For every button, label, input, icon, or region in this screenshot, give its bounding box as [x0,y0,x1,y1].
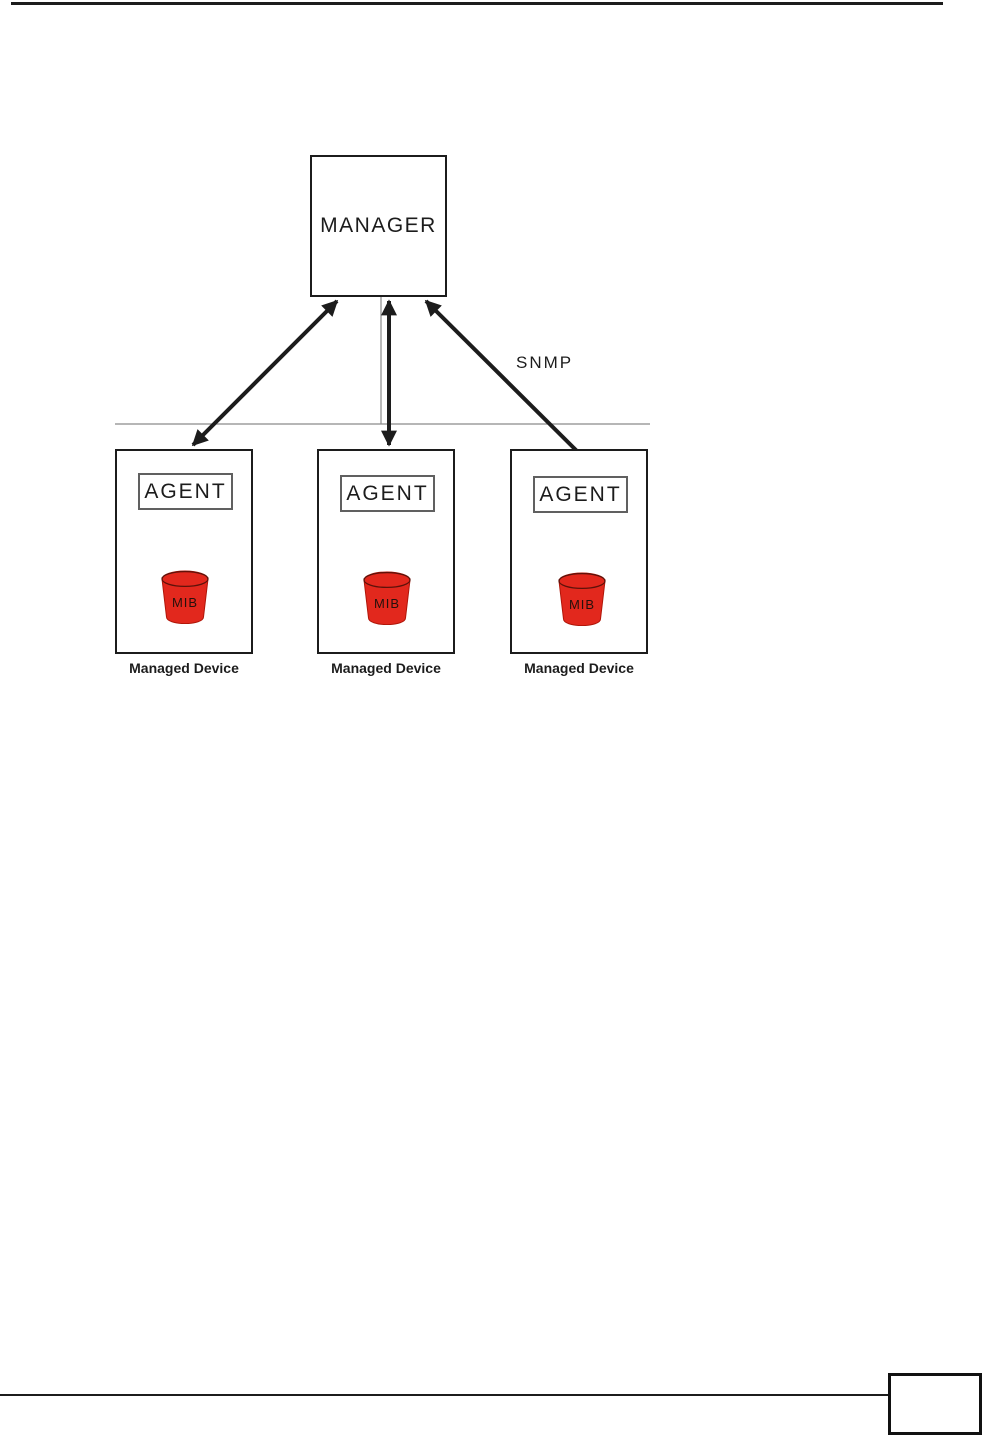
mib-label: MIB [569,597,595,612]
snmp-protocol-label: SNMP [516,353,574,372]
managed-device-caption: Managed Device [129,660,239,676]
managed-device-1: AGENT MIB [115,449,253,654]
manager-agent1-arrow-icon [191,299,339,447]
mib-label: MIB [172,595,198,610]
page-number-box [888,1373,982,1435]
mib-database-icon: MIB [558,572,606,626]
agent-node-1: AGENT [138,473,233,510]
manager-agent3-arrow-icon [424,299,596,470]
page-top-rule [11,2,943,5]
managed-device-3: AGENT MIB [510,449,648,654]
page-bottom-rule [0,1394,888,1396]
mib-database-icon: MIB [363,571,411,625]
manager-node: MANAGER [310,155,447,297]
manager-label: MANAGER [320,214,437,237]
mib-database-icon: MIB [161,570,209,624]
mib-label: MIB [374,596,400,611]
agent-node-2: AGENT [340,475,435,512]
managed-device-caption: Managed Device [331,660,441,676]
agent-label: AGENT [346,481,429,505]
agent-node-3: AGENT [533,476,628,513]
managed-device-caption: Managed Device [524,660,634,676]
agent-label: AGENT [144,479,227,503]
agent-label: AGENT [539,482,622,506]
managed-device-2: AGENT MIB [317,449,455,654]
